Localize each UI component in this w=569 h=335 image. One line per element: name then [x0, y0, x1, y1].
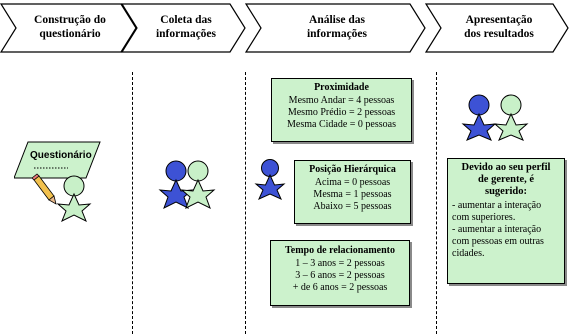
stage-label-line: dos resultados	[464, 28, 534, 40]
hierarchy-line: Mesma = 1 pessoas	[313, 189, 392, 200]
person-blue-icon	[158, 160, 194, 210]
respondents-illustration	[158, 160, 216, 210]
stage-label-analysis: Análise das informações	[262, 13, 412, 41]
relationship-line: 1 – 3 anos = 2 pessoas	[295, 258, 385, 269]
proximity-line: Mesma Cidade = 0 pessoas	[287, 119, 396, 130]
relationship-box: Tempo de relacionamento 1 – 3 anos = 2 p…	[270, 240, 410, 306]
proximity-box: Proximidade Mesmo Andar = 4 pessoas Mesm…	[271, 78, 412, 142]
person-green-icon	[180, 160, 216, 210]
results-people-illustration	[461, 94, 529, 141]
stage-divider	[436, 72, 437, 334]
stage-label-line: Análise das	[309, 14, 365, 26]
stage-arrow-2	[120, 3, 246, 53]
stage-arrow-1	[0, 3, 137, 53]
stage-arrow-3	[244, 3, 426, 53]
questionnaire-label: Questionário	[30, 150, 92, 161]
stage-label-line: Apresentação	[465, 14, 533, 26]
recommendation-item: - aumentar a interação com superiores.	[452, 200, 542, 223]
hierarchy-line: Acima = 0 pessoas	[314, 177, 391, 188]
proximity-line: Mesmo Andar = 4 pessoas	[288, 95, 395, 106]
stage-divider	[132, 72, 133, 334]
pencil-icon	[31, 173, 57, 205]
relationship-line: + de 6 anos = 2 pessoas	[292, 282, 388, 293]
recommendation-title-line: de gerente, é	[477, 174, 535, 185]
recommendation-title-line: Devido ao seu perfil	[461, 162, 551, 173]
questionnaire-illustration	[14, 141, 101, 222]
hierarchy-line: Abaixo = 5 pessoas	[313, 201, 392, 212]
hierarchy-title: Posição Hierárquica	[309, 164, 396, 175]
questionnaire-sheet	[14, 141, 101, 179]
relationship-title: Tempo de relacionamento	[285, 245, 395, 256]
proximity-line: Mesmo Prédio = 2 pessoas	[287, 107, 396, 118]
relationship-line: 3 – 6 anos = 2 pessoas	[295, 270, 385, 281]
stage-arrow-4	[424, 3, 569, 53]
stage-label-line: informações	[306, 28, 368, 40]
hierarchy-box: Posição Hierárquica Acima = 0 pessoas Me…	[294, 160, 411, 224]
analysis-person-illustration	[254, 159, 286, 200]
proximity-title: Proximidade	[314, 82, 369, 93]
stage-divider	[245, 72, 246, 334]
stage-label-line: Coleta das	[160, 14, 212, 26]
stage-label-construction: Construção do questionário	[14, 13, 126, 41]
stage-label-results: Apresentação dos resultados	[440, 13, 558, 41]
recommendation-box: Devido ao seu perfil de gerente, é suger…	[447, 158, 565, 284]
stage-label-line: Construção do	[34, 14, 106, 26]
recommendation-title-line: sugerido:	[485, 186, 527, 197]
stage-label-collection: Coleta das informações	[136, 13, 236, 41]
recommendation-item: - aumentar a interação com pessoas em ou…	[452, 224, 544, 259]
person-green-icon	[56, 175, 92, 222]
person-blue-icon	[254, 159, 286, 200]
recommendation-title: Devido ao seu perfil de gerente, é suger…	[452, 162, 560, 198]
person-green-icon	[493, 94, 529, 141]
person-blue-icon	[461, 94, 497, 141]
stage-label-line: questionário	[39, 28, 101, 40]
stage-label-line: informações	[155, 28, 217, 40]
